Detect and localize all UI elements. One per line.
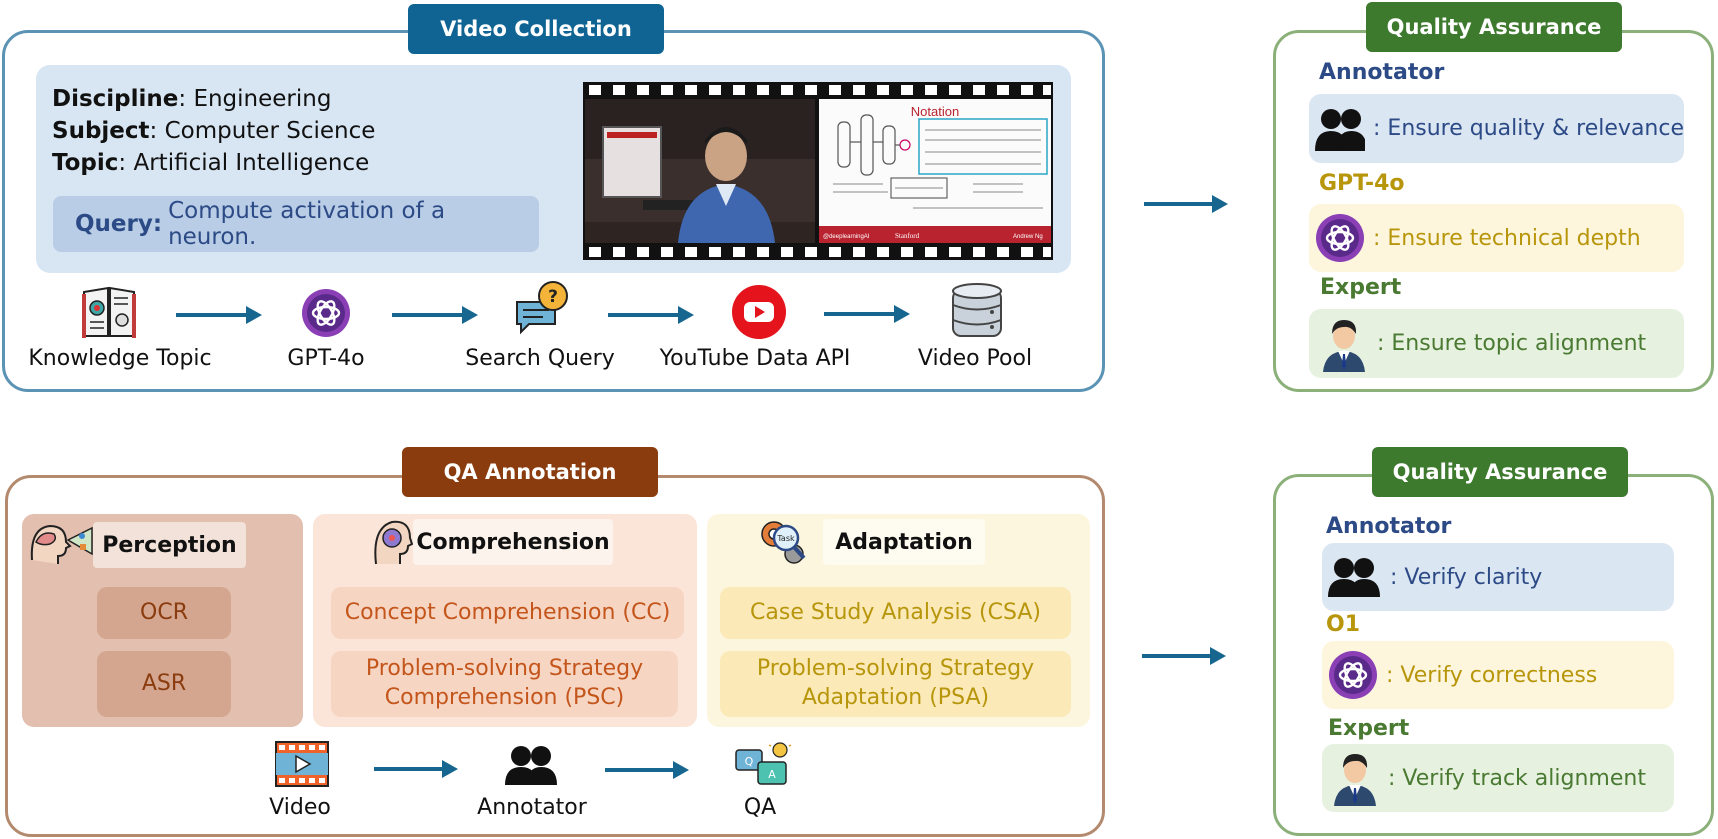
task-icon-text: Task xyxy=(776,534,795,543)
qa-bottom-annotator-text: : Verify clarity xyxy=(1390,564,1543,590)
subject-line: Subject: Computer Science xyxy=(52,118,375,144)
qa-top-role-expert: Expert xyxy=(1320,275,1402,300)
perception-chip-ocr: OCR xyxy=(97,587,231,639)
qa-bottom-item-expert: : Verify track alignment xyxy=(1322,744,1674,812)
openai-icon xyxy=(302,289,350,337)
task-gear-icon: Task xyxy=(761,521,806,564)
people-icon xyxy=(1315,108,1366,151)
flow-arrow-2 xyxy=(392,306,478,324)
query-key: Query: xyxy=(75,211,163,237)
qa-bottom-role-expert: Expert xyxy=(1328,716,1410,741)
flow-label-annotator: Annotator xyxy=(477,795,587,820)
discipline-value: : Engineering xyxy=(178,86,332,112)
subject-value: : Computer Science xyxy=(149,118,376,144)
to-qa-bottom-arrow xyxy=(1142,647,1226,665)
qa-bottom-expert-text: : Verify track alignment xyxy=(1388,765,1646,791)
qa-top-item-annotator: : Ensure quality & relevance xyxy=(1309,94,1684,163)
brain-head-icon xyxy=(374,520,414,565)
people-icon xyxy=(1328,558,1380,597)
flow-label-knowledge-topic: Knowledge Topic xyxy=(28,346,212,371)
film-strip-graphic: Notation @deeplearningAI Stanford Andrew… xyxy=(585,85,1051,257)
perception-chip-asr: ASR xyxy=(97,651,231,717)
people-icon xyxy=(505,746,557,785)
query-value: Compute activation of a neuron. xyxy=(168,198,446,250)
qa-bottom-title: Quality Assurance xyxy=(1372,447,1628,497)
video-collection-title: Video Collection xyxy=(408,4,664,54)
comprehension-title: Comprehension xyxy=(413,519,613,565)
adaptation-chip-psa: Problem-solving Strategy Adaptation (PSA… xyxy=(720,651,1071,717)
video-thumbnail[interactable]: Notation @deeplearningAI Stanford Andrew… xyxy=(583,82,1053,260)
openai-icon xyxy=(1329,651,1377,699)
qa-top-role-gpt4o: GPT-4o xyxy=(1319,171,1405,196)
perception-icon xyxy=(30,524,93,564)
qa-icon: Q A xyxy=(735,742,792,785)
qa-top-role-annotator: Annotator xyxy=(1319,60,1445,85)
qa-bottom-role-o1: O1 xyxy=(1326,612,1361,637)
flow-label-youtube-api: YouTube Data API xyxy=(659,346,851,371)
flow-label-video-pool: Video Pool xyxy=(917,346,1033,371)
topic-value: : Artificial Intelligence xyxy=(118,150,370,176)
comprehension-chip-psc: Problem-solving Strategy Comprehension (… xyxy=(331,651,678,717)
chat-question-icon: ? xyxy=(516,281,568,335)
topic-line: Topic: Artificial Intelligence xyxy=(52,150,369,176)
qa-top-item-gpt4o: : Ensure technical depth xyxy=(1309,204,1684,272)
adaptation-chip-csa: Case Study Analysis (CSA) xyxy=(720,587,1071,639)
qa-bottom-item-annotator: : Verify clarity xyxy=(1322,543,1674,611)
adaptation-title: Adaptation xyxy=(823,519,985,565)
discipline-line: Discipline: Engineering xyxy=(52,86,331,112)
qa-top-title: Quality Assurance xyxy=(1366,2,1622,52)
qa-bottom-o1-text: : Verify correctness xyxy=(1386,662,1598,688)
flow-arrow-3 xyxy=(608,306,694,324)
query-box: Query: Compute activation of a neuron. xyxy=(53,196,539,252)
qa-bottom-role-annotator: Annotator xyxy=(1326,514,1452,539)
annotation-arrow-2 xyxy=(605,761,689,779)
qa-top-annotator-text: : Ensure quality & relevance xyxy=(1373,116,1684,141)
annotation-arrow-1 xyxy=(374,760,458,778)
flow-arrow-1 xyxy=(176,306,262,324)
book-icon xyxy=(82,286,136,338)
qa-bottom-item-o1: : Verify correctness xyxy=(1322,641,1674,709)
to-qa-top-arrow xyxy=(1144,195,1228,213)
slide-title: Notation xyxy=(911,104,959,119)
flow-label-search-query: Search Query xyxy=(465,346,615,371)
slide-footer-right: Andrew Ng xyxy=(1013,234,1043,240)
slide-footer-mid: Stanford xyxy=(895,232,920,240)
flow-label-video: Video xyxy=(269,795,331,820)
expert-icon xyxy=(1334,754,1376,806)
flow-label-gpt4o: GPT-4o xyxy=(287,346,365,371)
svg-text:?: ? xyxy=(548,287,558,307)
flow-label-qa: QA xyxy=(743,795,777,820)
expert-icon xyxy=(1323,319,1365,372)
comprehension-chip-cc: Concept Comprehension (CC) xyxy=(331,587,684,639)
video-icon xyxy=(275,741,329,787)
qa-top-item-expert: : Ensure topic alignment xyxy=(1309,309,1684,378)
database-icon xyxy=(952,283,1002,337)
qa-annotation-title: QA Annotation xyxy=(402,447,658,497)
qa-top-gpt4o-text: : Ensure technical depth xyxy=(1373,225,1641,251)
qa-top-expert-text: : Ensure topic alignment xyxy=(1377,331,1647,356)
subject-key: Subject xyxy=(52,118,150,144)
topic-key: Topic xyxy=(52,150,119,176)
openai-icon xyxy=(1316,214,1364,262)
discipline-key: Discipline xyxy=(52,86,179,112)
perception-title: Perception xyxy=(93,522,246,568)
flow-arrow-4 xyxy=(824,305,910,323)
svg-text:A: A xyxy=(768,768,776,781)
youtube-icon xyxy=(732,285,786,339)
svg-text:Q: Q xyxy=(745,755,754,768)
slide-footer-left: @deeplearningAI xyxy=(823,234,870,240)
